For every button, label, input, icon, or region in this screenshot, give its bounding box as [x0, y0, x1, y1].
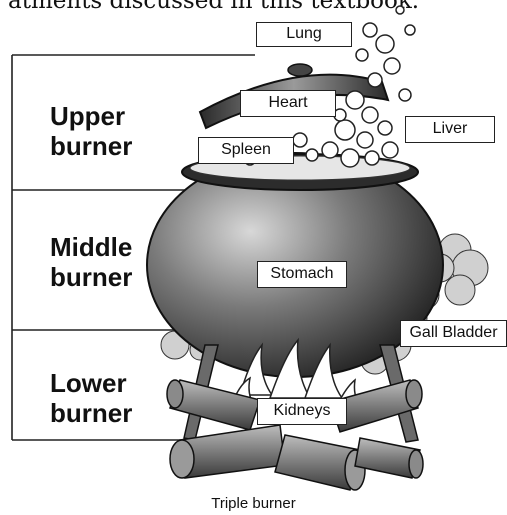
middle-burner-line1: Middle [50, 232, 132, 262]
lower-burner-label: Lower burner [50, 368, 132, 428]
lower-burner-line1: Lower [50, 368, 132, 398]
organ-label-kidneys: Kidneys [257, 398, 347, 425]
middle-burner-label: Middle burner [50, 232, 132, 292]
upper-burner-line2: burner [50, 131, 132, 161]
upper-burner-line1: Upper [50, 101, 132, 131]
upper-burner-label: Upper burner [50, 101, 132, 161]
figure-caption: Triple burner [0, 495, 507, 512]
lower-burner-line2: burner [50, 398, 132, 428]
organ-label-lung: Lung [256, 22, 352, 47]
organ-label-gall-bladder: Gall Bladder [400, 320, 507, 347]
organ-label-heart: Heart [240, 90, 336, 117]
middle-burner-line2: burner [50, 262, 132, 292]
organ-label-stomach: Stomach [257, 261, 347, 288]
organ-label-liver: Liver [405, 116, 495, 143]
organ-label-spleen: Spleen [198, 137, 294, 164]
